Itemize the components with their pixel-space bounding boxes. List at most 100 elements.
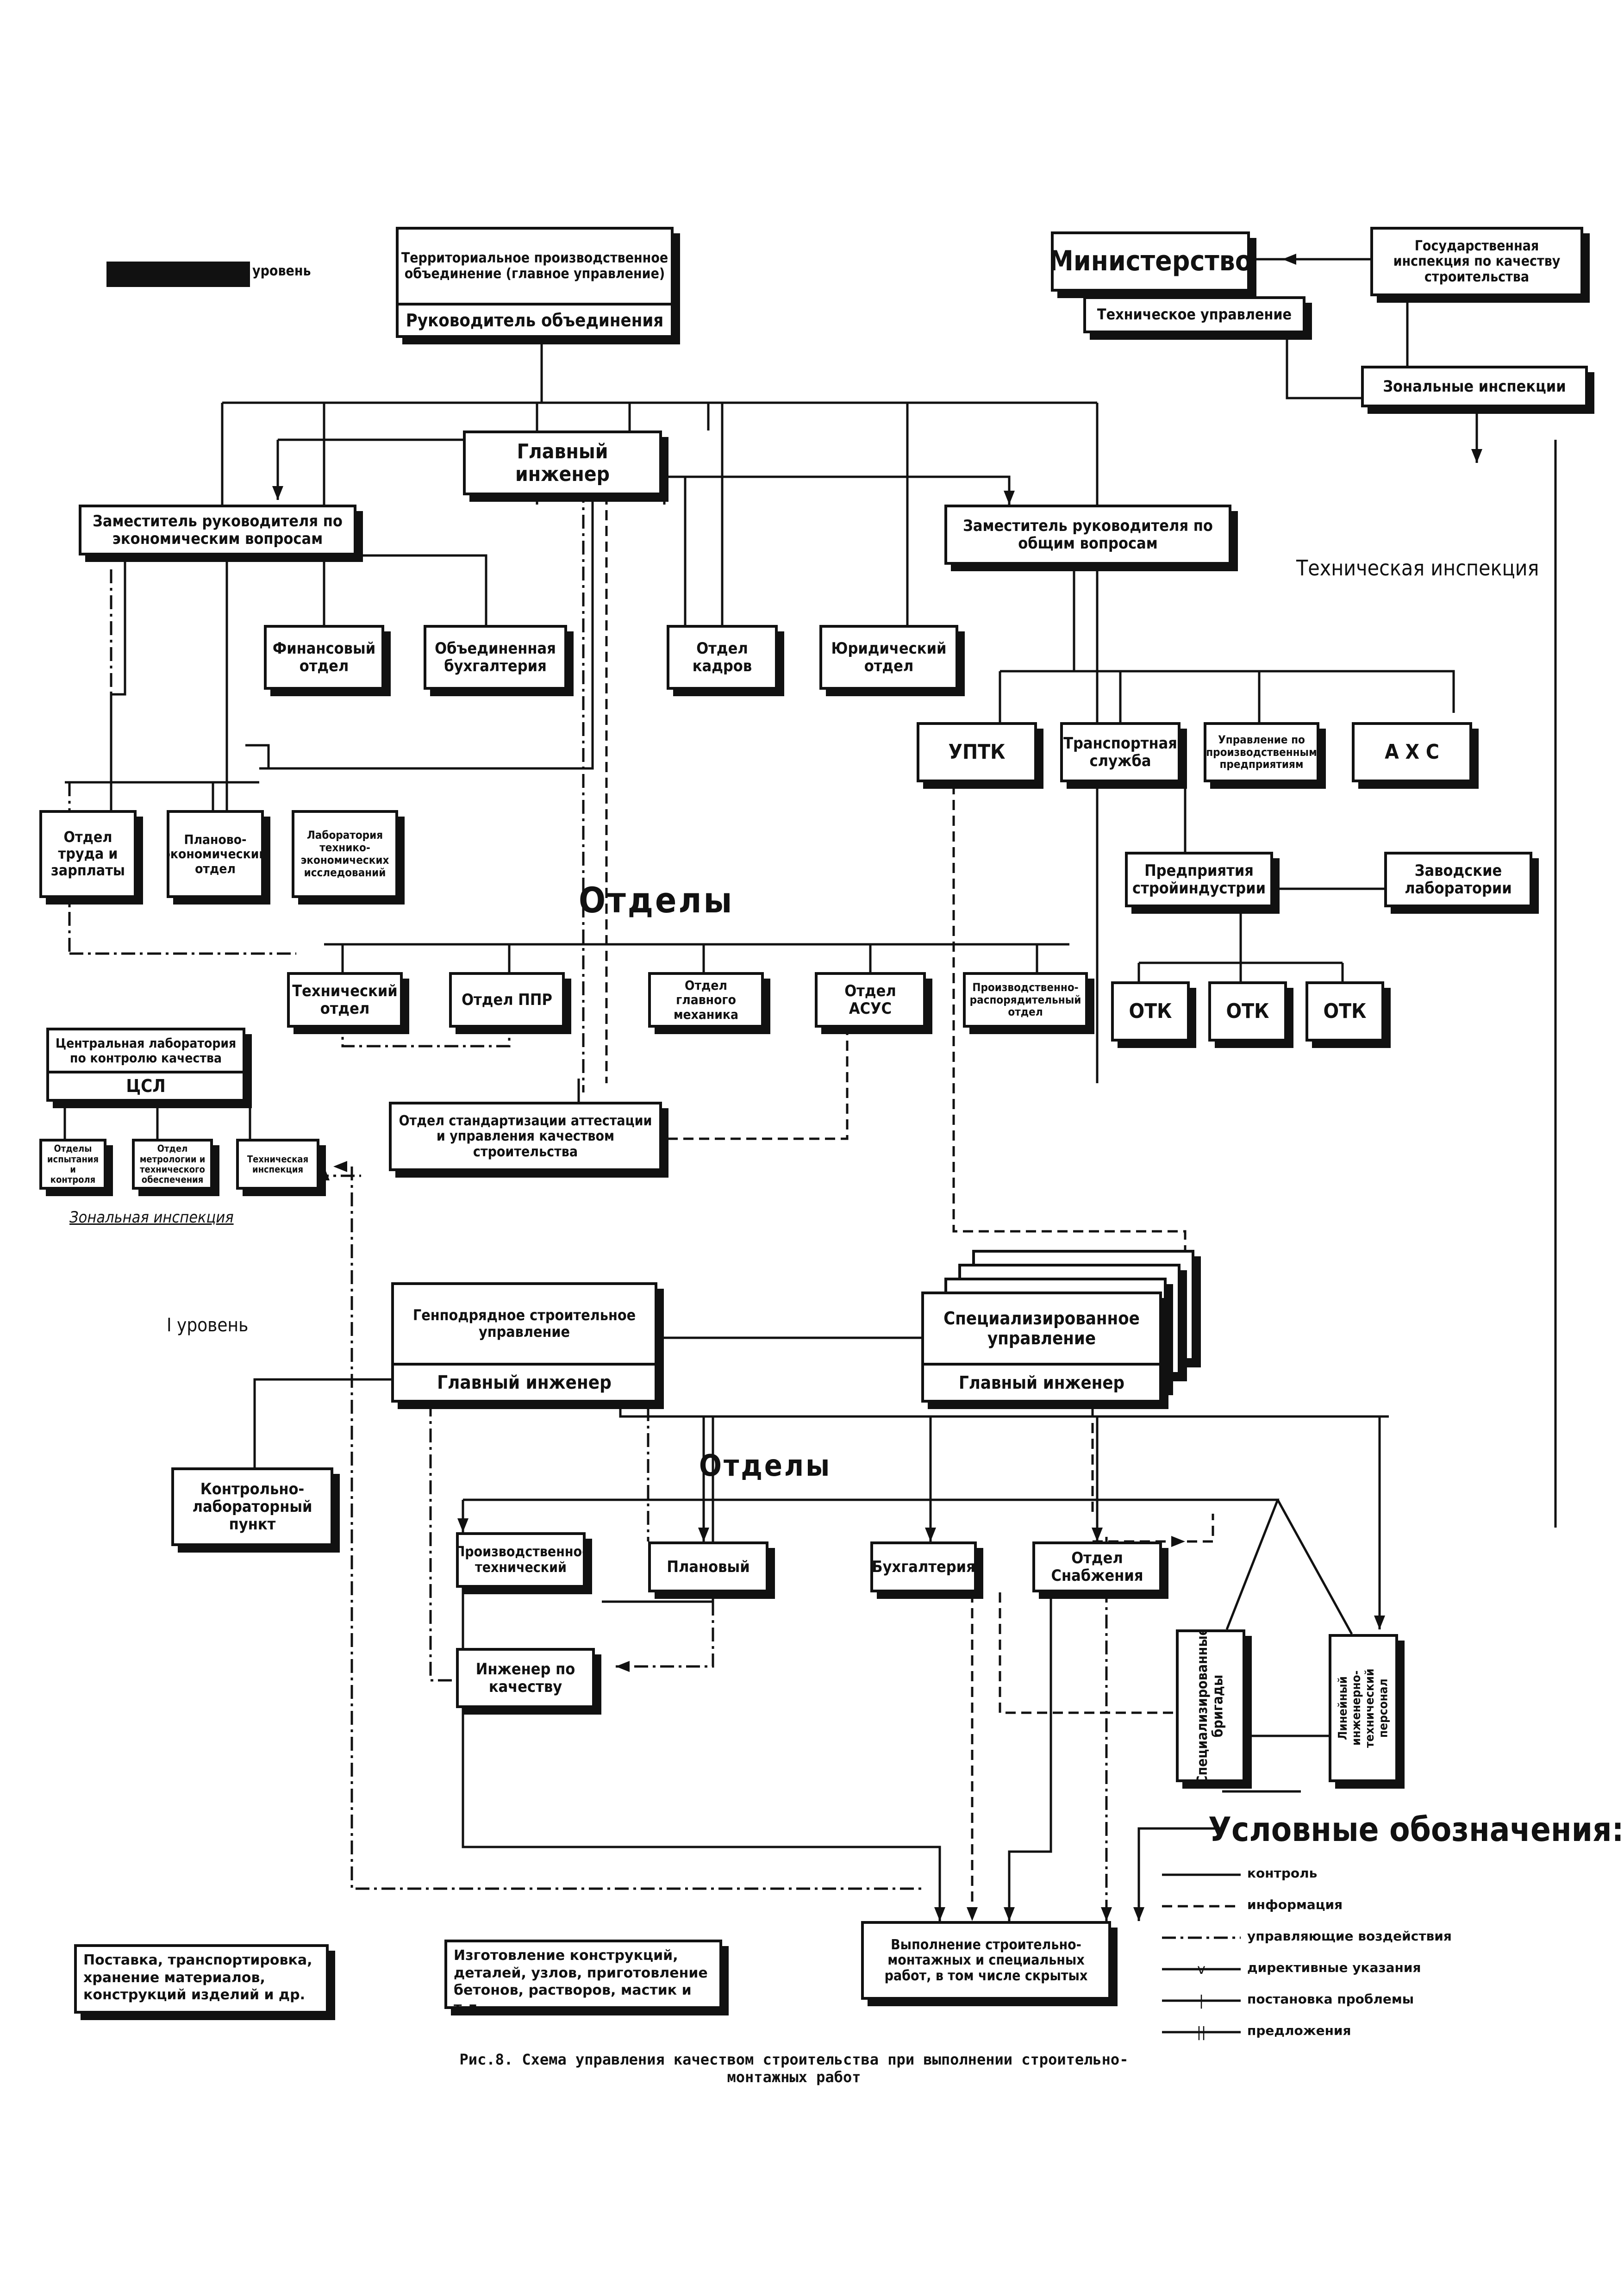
arrow	[1004, 1907, 1015, 1921]
spec-brigades-label: Специализированные бригады	[1194, 1629, 1226, 1782]
conn-prop	[602, 1416, 714, 1603]
association-head: Руководитель объединения	[399, 303, 671, 335]
testing-depts-box: Отделы испытания и контроля	[39, 1139, 106, 1190]
conn	[1286, 324, 1361, 399]
redaction-mark	[106, 262, 250, 287]
conn	[664, 475, 687, 625]
tech-mgmt-box: Техническое управление	[1083, 296, 1305, 333]
deputy-economic-box: Заместитель руководителя по экономически…	[79, 505, 356, 555]
ppr-dept-box: Отдел ППР	[449, 972, 565, 1028]
conn-ctrl	[616, 1602, 714, 1668]
specialized-mgmt-title: Специализированное управление	[943, 1308, 1140, 1348]
standardization-dept-box: Отдел стандартизации аттестации и управл…	[389, 1102, 662, 1171]
control-lab-point-box: Контрольно-лабораторный пункт	[171, 1467, 333, 1546]
zonal-inspections-box: Зональные инспекции	[1361, 366, 1588, 407]
legend-item-label: постановка проблемы	[1247, 1991, 1414, 2007]
otk-box-2: ОТК	[1208, 981, 1287, 1042]
chief-engineer-box: Главный инженер	[463, 430, 662, 495]
arrow	[272, 486, 283, 500]
arrow	[1004, 491, 1015, 505]
arrow	[1282, 254, 1296, 265]
legend-item-label: контроль	[1247, 1866, 1318, 1881]
arrow	[1101, 1907, 1112, 1921]
labor-wages-box: Отдел труда и зарплаты	[39, 810, 137, 898]
conn	[361, 554, 487, 643]
legal-dept-box: Юридический отдел	[819, 625, 958, 690]
conn-ctrl	[350, 1167, 926, 1890]
conn	[1276, 1499, 1353, 1635]
level-II-label: уровень	[252, 263, 311, 279]
planning-economic-box: Планово-экономический отдел	[167, 810, 264, 898]
conn	[1000, 670, 1455, 713]
conn-info	[1093, 1514, 1214, 1543]
legend-mark-3: v	[1197, 1961, 1206, 1978]
execution-works-box: Выполнение строительно-монтажных и специ…	[861, 1921, 1111, 2000]
line-staff-box: Линейный инженерно-технический персонал	[1329, 1634, 1398, 1782]
arrow	[1471, 449, 1482, 463]
asus-dept-box: Отдел АСУС	[815, 972, 926, 1028]
supply-dept-box: Отдел Снабжения	[1032, 1541, 1162, 1592]
legend-item-label: предложения	[1247, 2023, 1351, 2038]
arrow	[457, 1518, 468, 1532]
territorial-association: Территориальное производственное объедин…	[396, 227, 674, 338]
otk-box-3: ОТК	[1305, 981, 1384, 1042]
technical-inspection-label: Техническая инспекция	[1296, 555, 1539, 580]
territorial-title: Территориальное производственное объедин…	[401, 250, 668, 282]
conn	[1225, 1498, 1280, 1630]
arrow	[1133, 1907, 1144, 1921]
departments-heading-bottom: Отделы	[699, 1449, 832, 1483]
arrow	[1374, 1616, 1385, 1629]
arrow	[698, 1528, 709, 1541]
specialized-mgmt-chief: Главный инженер	[924, 1363, 1159, 1400]
legend-title: Условные обозначения:	[1208, 1810, 1624, 1849]
spec-brigades-box: Специализированные бригады	[1176, 1629, 1245, 1782]
conn	[1137, 1827, 1222, 1921]
conn-ctrl	[429, 1403, 458, 1682]
manufacture-note-box: Изготовление конструкций, деталей, узлов…	[444, 1940, 722, 2016]
figure-caption: Рис.8. Схема управления качеством строит…	[459, 2051, 1129, 2086]
arrow	[616, 1661, 630, 1672]
ministry-box: Министерство	[1051, 231, 1250, 292]
central-lab-title: Центральная лаборатория по контролю каче…	[55, 1036, 237, 1066]
conn	[619, 1403, 1389, 1418]
csl-label: ЦСЛ	[49, 1071, 243, 1099]
factory-labs-box: Заводские лаборатории	[1384, 852, 1532, 907]
production-enterprises-mgmt-box: Управление по производственным предприят…	[1204, 722, 1319, 782]
tech-inspection-small-box: Техническая инспекция	[236, 1139, 319, 1190]
uptk-box: УПТК	[917, 722, 1037, 782]
arrow	[925, 1528, 936, 1541]
conn	[1008, 1592, 1052, 1921]
line-staff-label: Линейный инженерно-технический персонал	[1336, 1668, 1391, 1748]
legend-mark-5: ||	[1197, 2024, 1206, 2040]
quality-engineer-box: Инженер по качеству	[456, 1648, 595, 1708]
bookkeeping-box: Бухгалтерия	[870, 1541, 977, 1592]
arrow	[333, 1161, 347, 1172]
conn	[664, 475, 1011, 505]
otk-box-1: ОТК	[1111, 981, 1190, 1042]
legend-item-label: информация	[1247, 1897, 1343, 1912]
state-inspection-box: Государственная инспекция по качеству ст…	[1370, 227, 1583, 296]
zonal-inspection-label: Зональная инспекция	[69, 1208, 234, 1227]
arrow	[1092, 1528, 1103, 1541]
conn-prop	[245, 744, 270, 768]
production-dispatch-box: Производственно-распорядительный отдел	[963, 972, 1088, 1028]
legend-item-label: директивные указания	[1247, 1960, 1421, 1975]
joint-accounting-box: Объединенная бухгалтерия	[424, 625, 567, 690]
planning-box: Плановый	[648, 1541, 768, 1592]
arrow	[319, 1167, 330, 1180]
arrow	[1171, 1536, 1185, 1547]
technical-dept-box: Технический отдел	[287, 972, 403, 1028]
general-contractor-title: Генподрядное строительное управление	[412, 1306, 636, 1341]
tech-econ-lab-box: Лаборатория технико-экономических исслед…	[292, 810, 398, 898]
transport-service-box: Транспортная служба	[1060, 722, 1181, 782]
construction-industry-box: Предприятия стройиндустрии	[1125, 852, 1273, 907]
supply-note-box: Поставка, транспортировка, хранение мате…	[74, 1944, 329, 2014]
chief-mechanic-box: Отдел главного механика	[648, 972, 764, 1028]
specialized-mgmt-box: Специализированное управление Главный ин…	[921, 1292, 1162, 1403]
conn-info	[662, 1009, 849, 1140]
legend-mark-4: |	[1199, 1993, 1204, 2009]
general-contractor-chief: Главный инженер	[394, 1363, 655, 1400]
arrow	[967, 1907, 978, 1921]
conn-info	[999, 1592, 1190, 1714]
